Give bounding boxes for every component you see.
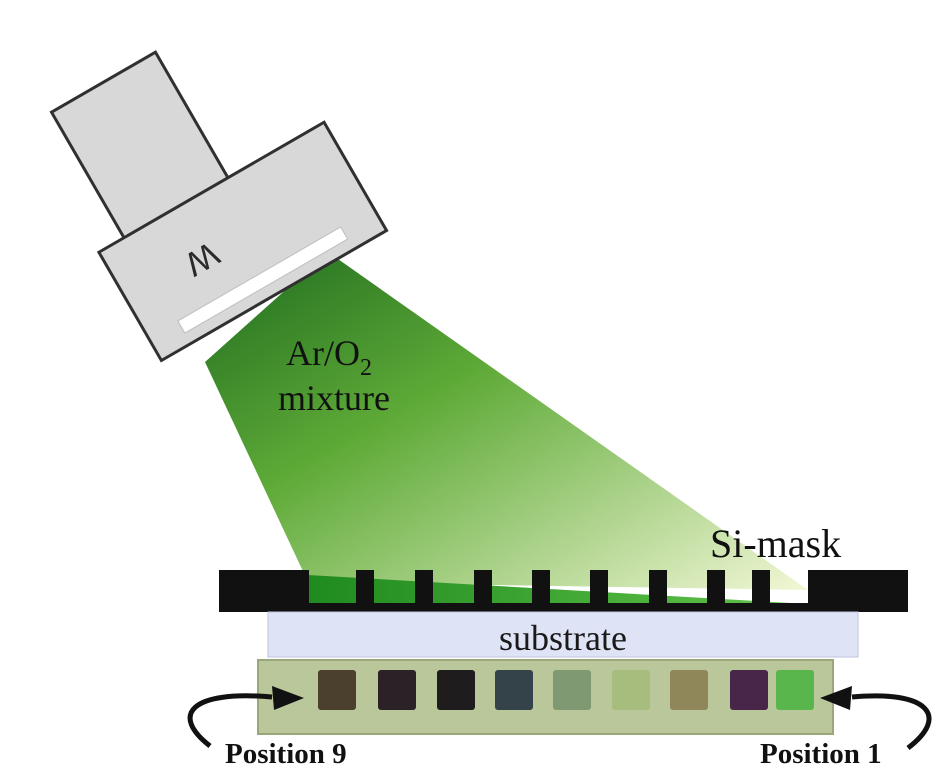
right-curved-arrow bbox=[851, 693, 932, 750]
position-swatch bbox=[670, 670, 708, 710]
position-1-label: Position 1 bbox=[760, 738, 882, 770]
right-arrow-head bbox=[820, 686, 852, 710]
position-swatches bbox=[318, 670, 814, 710]
mask-tooth bbox=[474, 570, 492, 608]
gas-label-line2: mixture bbox=[278, 378, 390, 418]
sputter-gun: W bbox=[49, 50, 389, 363]
position-9-label: Position 9 bbox=[225, 738, 347, 770]
mask-tooth bbox=[356, 570, 374, 608]
mask-tooth bbox=[532, 570, 550, 608]
substrate-label: substrate bbox=[499, 618, 627, 658]
mask-tooth bbox=[707, 570, 725, 608]
position-swatch bbox=[553, 670, 591, 710]
si-mask bbox=[219, 570, 908, 612]
left-curved-arrow bbox=[187, 693, 273, 748]
position-swatch bbox=[318, 670, 356, 710]
gas-label: Ar/O2 bbox=[286, 333, 372, 381]
left-arrow-head bbox=[272, 686, 304, 710]
position-swatch bbox=[378, 670, 416, 710]
mask-tooth bbox=[752, 570, 770, 608]
position-swatch bbox=[612, 670, 650, 710]
mask-bar bbox=[219, 603, 908, 612]
mask-tooth bbox=[590, 570, 608, 608]
gas-plume bbox=[205, 252, 808, 590]
position-swatch bbox=[730, 670, 768, 710]
gas-label-line1: Ar/O bbox=[286, 333, 360, 373]
position-swatch bbox=[776, 670, 814, 710]
target-slot bbox=[177, 226, 349, 334]
mask-label: Si-mask bbox=[710, 521, 841, 566]
gas-label-subscript: 2 bbox=[360, 355, 372, 381]
gun-head bbox=[96, 120, 389, 363]
position-swatch bbox=[495, 670, 533, 710]
position-swatch bbox=[437, 670, 475, 710]
mask-tooth bbox=[649, 570, 667, 608]
mask-tooth bbox=[415, 570, 433, 608]
substrate bbox=[267, 611, 859, 658]
